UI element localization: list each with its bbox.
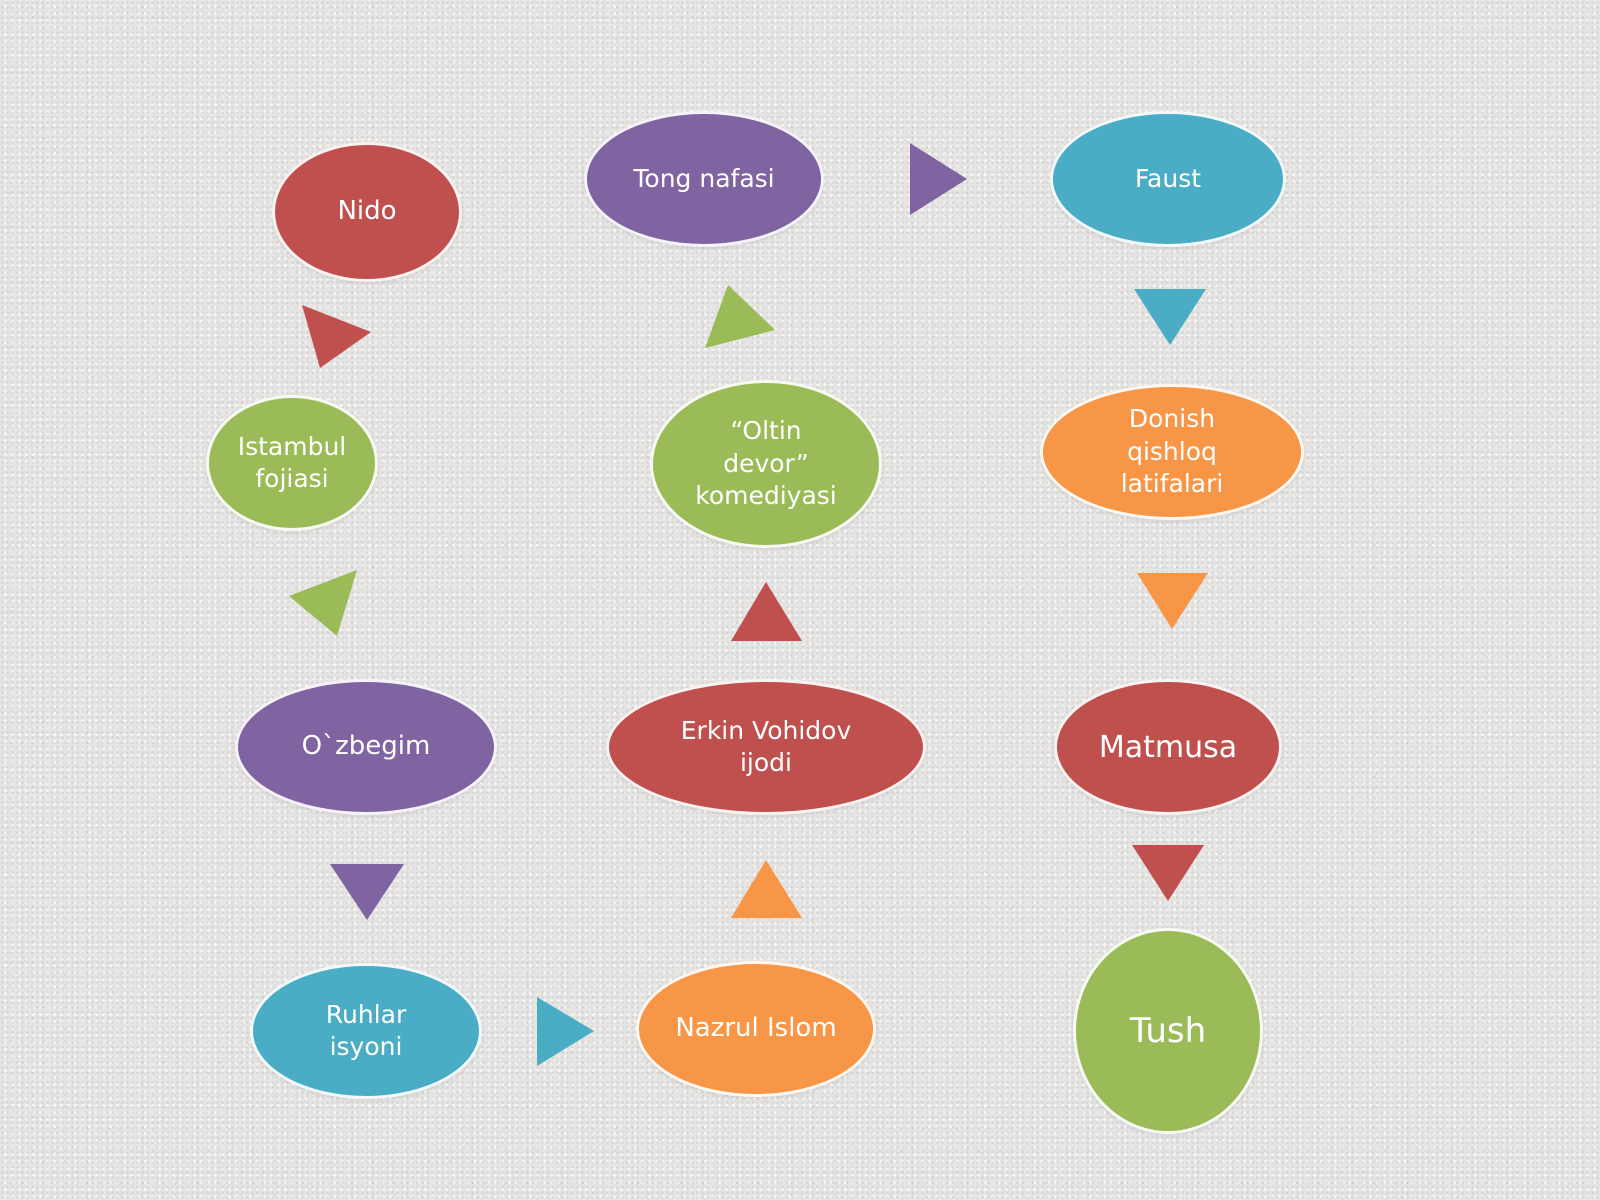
arrow-tong-faust bbox=[910, 143, 967, 215]
node-ruhlar: Ruhlar isyoni bbox=[250, 963, 482, 1099]
arrow-donish-matmusa bbox=[1137, 573, 1208, 629]
arrow-istambul-ozbegim bbox=[289, 570, 357, 636]
arrow-erkin-oltin bbox=[731, 582, 802, 641]
node-label: Matmusa bbox=[1098, 729, 1238, 765]
node-oltin: “Oltin devor” komediyasi bbox=[650, 380, 882, 548]
node-matmusa: Matmusa bbox=[1054, 679, 1282, 815]
node-label: Tong nafasi bbox=[633, 163, 775, 193]
arrow-nazrul-erkin bbox=[731, 860, 802, 918]
node-tush: Tush bbox=[1073, 928, 1263, 1134]
node-ozbegim: O`zbegim bbox=[235, 679, 497, 815]
arrow-faust-donish bbox=[1134, 289, 1206, 345]
node-label: Nazrul Islom bbox=[675, 1013, 837, 1044]
node-label: Nido bbox=[337, 196, 397, 227]
node-faust: Faust bbox=[1050, 111, 1286, 247]
node-label: Tush bbox=[1129, 1010, 1207, 1051]
node-erkin: Erkin Vohidov ijodi bbox=[606, 679, 926, 815]
arrow-ozbegim-ruhlar bbox=[330, 864, 404, 920]
arrow-ruhlar-nazrul bbox=[537, 997, 594, 1066]
node-tong: Tong nafasi bbox=[584, 111, 824, 247]
node-nazrul: Nazrul Islom bbox=[636, 961, 876, 1097]
node-label: Donish qishloq latifalari bbox=[1120, 404, 1224, 499]
node-label: Faust bbox=[1134, 163, 1202, 193]
node-label: “Oltin devor” komediyasi bbox=[695, 416, 837, 511]
node-istambul: Istambul fojiasi bbox=[206, 395, 378, 531]
node-label: O`zbegim bbox=[301, 731, 431, 762]
node-label: Erkin Vohidov ijodi bbox=[680, 715, 852, 778]
arrow-oltin-tong bbox=[705, 285, 775, 348]
node-nido: Nido bbox=[272, 142, 462, 282]
arrow-matmusa-tush bbox=[1132, 845, 1204, 901]
node-label: Ruhlar isyoni bbox=[325, 999, 407, 1062]
arrow-nido-istambul bbox=[302, 305, 371, 368]
node-donish: Donish qishloq latifalari bbox=[1040, 384, 1304, 520]
node-label: Istambul fojiasi bbox=[237, 431, 347, 494]
